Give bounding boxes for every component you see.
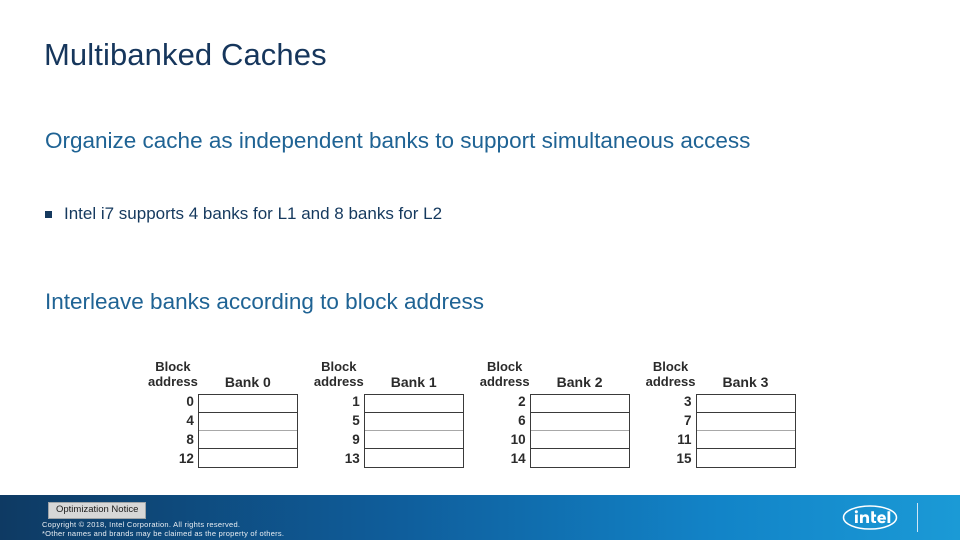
bank-box: [695, 394, 796, 468]
block-address-column: Block address 2 6 10 14: [480, 359, 530, 468]
block-address-header-line2: address: [313, 374, 364, 389]
bank-cell: [530, 413, 629, 431]
bank-box: [529, 394, 630, 468]
copyright-line-2: *Other names and brands may be claimed a…: [42, 529, 285, 538]
block-address-value: 0: [186, 394, 194, 409]
block-address-value: 4: [186, 413, 194, 428]
bank-column: Bank 1: [363, 374, 464, 468]
page-title: Multibanked Caches: [44, 37, 327, 72]
block-address-value: 5: [352, 413, 360, 428]
block-address-value: 1: [352, 394, 360, 409]
square-bullet-icon: [45, 211, 52, 218]
bank-cell: [696, 431, 795, 449]
block-address-header-line2: address: [645, 374, 696, 389]
bank-box: [363, 394, 464, 468]
block-address-value: 3: [683, 394, 692, 409]
bank-cell: [198, 395, 297, 413]
bank-cell: [697, 449, 795, 467]
bank-label: Bank 1: [390, 374, 437, 390]
footer-divider: [916, 503, 918, 532]
bank-box: [197, 394, 298, 468]
bank-column: Bank 3: [695, 374, 796, 468]
block-address-value: 8: [186, 432, 194, 447]
bank-label: Bank 3: [722, 374, 769, 390]
block-address-header-line2: address: [148, 374, 198, 389]
block-address-value: 14: [510, 451, 526, 466]
bank-label: Bank 2: [556, 374, 603, 390]
bank-group: Block address 2 6 10 14 Bank 2: [480, 350, 630, 468]
block-address-value: 6: [518, 413, 526, 428]
multibanked-cache-diagram: Block address 0 4 8 12 Bank 0 Block addr…: [148, 350, 828, 468]
bullet-item-label: Intel i7 supports 4 banks for L1 and 8 b…: [64, 204, 443, 223]
bank-cell: [198, 413, 297, 431]
bank-group: Block address 1 5 9 13 Bank 1: [314, 350, 464, 468]
lead-paragraph-interleave: Interleave banks according to block addr…: [45, 289, 485, 314]
lead-paragraph-organize: Organize cache as independent banks to s…: [45, 128, 751, 153]
block-address-header-line1: Block: [155, 359, 191, 374]
copyright-line-1: Copyright © 2018, Intel Corporation. All…: [42, 520, 241, 529]
block-address-value: 12: [178, 451, 194, 466]
bank-group: Block address 0 4 8 12 Bank 0: [148, 350, 298, 468]
bank-cell: [696, 395, 795, 413]
bank-cell: [365, 449, 463, 467]
block-address-column: Block address 0 4 8 12: [148, 359, 198, 468]
bank-cell: [199, 449, 297, 467]
bank-column: Bank 0: [197, 374, 298, 468]
bank-cell: [696, 413, 795, 431]
block-address-value: 7: [683, 413, 692, 428]
block-address-header-line2: address: [479, 374, 530, 389]
bank-label: Bank 0: [224, 374, 271, 390]
block-address-header-line1: Block: [652, 359, 689, 374]
block-address-value: 15: [676, 451, 692, 466]
bank-cell: [364, 395, 463, 413]
slide-footer: Optimization Notice Copyright © 2018, In…: [0, 495, 960, 540]
bullet-item-intel-i7: Intel i7 supports 4 banks for L1 and 8 b…: [45, 203, 442, 225]
optimization-notice-badge[interactable]: Optimization Notice: [48, 502, 147, 519]
block-address-header-line1: Block: [486, 359, 523, 374]
block-address-column: Block address 1 5 9 13: [314, 359, 364, 468]
block-address-value: 10: [510, 432, 526, 447]
block-address-header-line1: Block: [321, 359, 357, 374]
bank-cell: [530, 395, 629, 413]
block-address-value: 11: [677, 432, 692, 447]
block-address-value: 13: [344, 451, 360, 466]
block-address-value: 9: [352, 432, 360, 447]
bank-group: Block address 3 7 11 15 Bank 3: [646, 350, 796, 468]
bank-cell: [198, 431, 297, 449]
block-address-column: Block address 3 7 11 15: [646, 359, 696, 468]
bank-cell: [531, 449, 629, 467]
bank-column: Bank 2: [529, 374, 630, 468]
bank-cell: [364, 431, 463, 449]
intel-logo-icon: [842, 505, 898, 530]
block-address-value: 2: [518, 394, 526, 409]
bank-cell: [530, 431, 629, 449]
bank-cell: [364, 413, 463, 431]
